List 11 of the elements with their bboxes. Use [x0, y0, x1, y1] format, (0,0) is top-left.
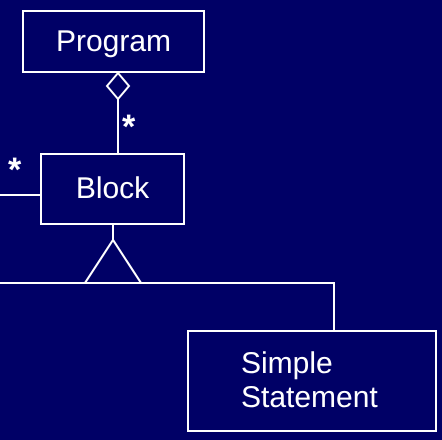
class-box: [187, 330, 437, 432]
class-name: Program: [56, 24, 172, 58]
class-box: [40, 153, 185, 225]
connector: [0, 225, 142, 284]
class-name: Simple Statement: [241, 347, 379, 415]
multiplicity-label: *: [122, 110, 136, 144]
connector: [0, 194, 40, 196]
multiplicity-label: *: [8, 153, 22, 187]
class-box: [22, 10, 205, 73]
connector: [106, 72, 130, 153]
class-name: Block: [76, 172, 150, 206]
